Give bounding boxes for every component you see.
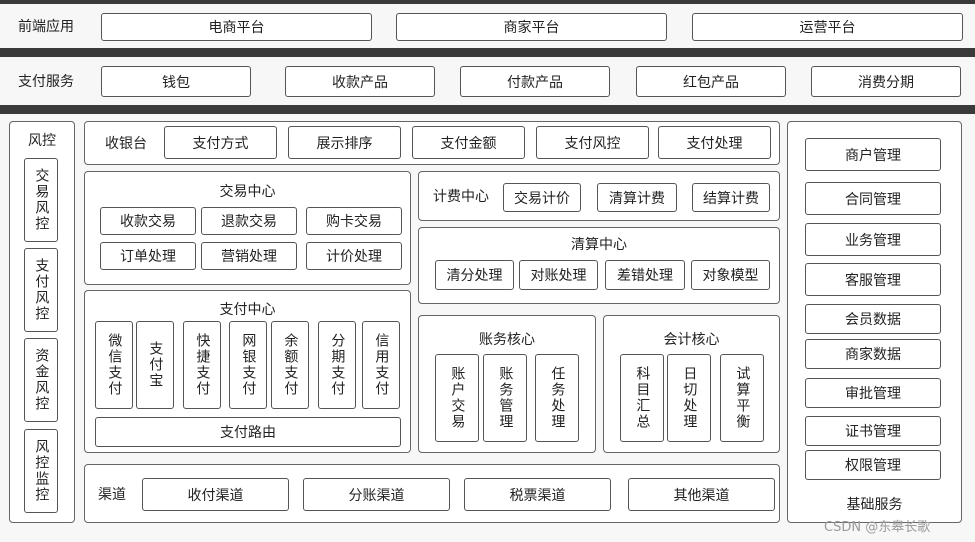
billing-item-clearing[interactable]: 清算计费: [597, 183, 677, 212]
payment-center-panel: 支付中心 微信支付 支付宝 快捷支付 网银支付 余额支付 分期支付 信用支付 支…: [84, 290, 411, 453]
trade-item-card[interactable]: 购卡交易: [306, 207, 402, 235]
cashier-item-risk[interactable]: 支付风控: [536, 126, 649, 159]
channel-item-other[interactable]: 其他渠道: [628, 478, 775, 511]
trade-item-refund[interactable]: 退款交易: [201, 207, 297, 235]
pay-item-netbank[interactable]: 网银支付: [229, 321, 267, 409]
clearing-item-reconcile[interactable]: 对账处理: [519, 260, 598, 290]
clearing-center-panel: 清算中心 清分处理 对账处理 差错处理 对象模型: [418, 227, 780, 304]
trade-item-collection[interactable]: 收款交易: [100, 207, 196, 235]
service-installment[interactable]: 消费分期: [811, 66, 961, 97]
basic-item-permission[interactable]: 权限管理: [805, 450, 941, 480]
basic-item-support[interactable]: 客服管理: [805, 263, 941, 296]
risk-item-payment[interactable]: 支付风控: [24, 248, 58, 332]
basic-item-merchant-data[interactable]: 商家数据: [805, 339, 941, 369]
accounting-item-dayend[interactable]: 日切处理: [667, 354, 711, 442]
risk-title: 风控: [28, 133, 56, 149]
accounting-item-subject[interactable]: 科目汇总: [620, 354, 664, 442]
basic-item-member[interactable]: 会员数据: [805, 304, 941, 334]
trade-item-pricing[interactable]: 计价处理: [306, 242, 402, 270]
pay-item-balance[interactable]: 余额支付: [271, 321, 309, 409]
risk-item-trade[interactable]: 交易风控: [24, 158, 58, 242]
cashier-item-sort[interactable]: 展示排序: [288, 126, 401, 159]
clearing-item-model[interactable]: 对象模型: [691, 260, 770, 290]
basic-services-panel: 商户管理 合同管理 业务管理 客服管理 会员数据 商家数据 审批管理 证书管理 …: [787, 121, 962, 523]
channel-item-tax[interactable]: 税票渠道: [464, 478, 611, 511]
account-item-trade[interactable]: 账户交易: [435, 354, 479, 442]
basic-item-merchant[interactable]: 商户管理: [805, 138, 941, 171]
cashier-panel: 收银台 支付方式 展示排序 支付金额 支付风控 支付处理: [84, 121, 780, 165]
channel-label: 渠道: [98, 486, 126, 503]
payment-route[interactable]: 支付路由: [95, 417, 401, 447]
account-core-panel: 账务核心 账户交易 账务管理 任务处理: [418, 315, 596, 453]
accounting-core-title: 会计核心: [663, 332, 720, 348]
basic-services-title: 基础服务: [846, 497, 903, 513]
frontend-item-merchant[interactable]: 商家平台: [396, 13, 667, 41]
basic-item-approval[interactable]: 审批管理: [805, 378, 941, 408]
channel-item-payment[interactable]: 收付渠道: [142, 478, 289, 511]
service-collection[interactable]: 收款产品: [285, 66, 435, 97]
pay-item-installment[interactable]: 分期支付: [318, 321, 356, 409]
trade-item-order[interactable]: 订单处理: [100, 242, 196, 270]
clearing-center-title: 清算中心: [571, 237, 627, 253]
frontend-label: 前端应用: [18, 19, 74, 35]
billing-item-trade[interactable]: 交易计价: [503, 183, 581, 212]
cashier-item-process[interactable]: 支付处理: [658, 126, 771, 159]
risk-item-fund[interactable]: 资金风控: [24, 338, 58, 422]
cashier-item-amount[interactable]: 支付金额: [412, 126, 525, 159]
payment-services-label: 支付服务: [18, 74, 74, 90]
risk-panel: 风控 交易风控 支付风控 资金风控 风控监控: [9, 121, 75, 523]
service-wallet[interactable]: 钱包: [101, 66, 251, 97]
frontend-item-operations[interactable]: 运营平台: [692, 13, 963, 41]
pay-item-alipay[interactable]: 支付宝: [136, 321, 174, 409]
payment-services-row: 支付服务 钱包 收款产品 付款产品 红包产品 消费分期: [0, 57, 975, 105]
account-core-title: 账务核心: [479, 332, 535, 348]
basic-item-business[interactable]: 业务管理: [805, 223, 941, 256]
accounting-item-trial[interactable]: 试算平衡: [720, 354, 764, 442]
accounting-core-panel: 会计核心 科目汇总 日切处理 试算平衡: [603, 315, 780, 453]
service-payout[interactable]: 付款产品: [460, 66, 610, 97]
basic-item-contract[interactable]: 合同管理: [805, 182, 941, 215]
frontend-item-ecommerce[interactable]: 电商平台: [101, 13, 372, 41]
clearing-item-split[interactable]: 清分处理: [435, 260, 514, 290]
billing-center-panel: 计费中心 交易计价 清算计费 结算计费: [418, 171, 780, 221]
pay-item-credit[interactable]: 信用支付: [362, 321, 400, 409]
account-item-task[interactable]: 任务处理: [535, 354, 579, 442]
billing-center-label: 计费中心: [433, 189, 489, 205]
basic-item-certificate[interactable]: 证书管理: [805, 416, 941, 446]
trade-center-panel: 交易中心 收款交易 退款交易 购卡交易 订单处理 营销处理 计价处理: [84, 171, 411, 285]
billing-item-settlement[interactable]: 结算计费: [692, 183, 770, 212]
channel-panel: 渠道 收付渠道 分账渠道 税票渠道 其他渠道: [84, 464, 780, 523]
frontend-row: 前端应用 电商平台 商家平台 运营平台: [0, 4, 975, 48]
clearing-item-error[interactable]: 差错处理: [605, 260, 685, 290]
pay-item-quick[interactable]: 快捷支付: [183, 321, 221, 409]
risk-item-monitor[interactable]: 风控监控: [24, 429, 58, 513]
account-item-manage[interactable]: 账务管理: [483, 354, 527, 442]
pay-item-wechat[interactable]: 微信支付: [95, 321, 133, 409]
service-red-packet[interactable]: 红包产品: [636, 66, 786, 97]
payment-center-title: 支付中心: [219, 302, 276, 318]
cashier-label: 收银台: [105, 136, 147, 152]
cashier-item-method[interactable]: 支付方式: [164, 126, 277, 159]
channel-item-split[interactable]: 分账渠道: [303, 478, 450, 511]
trade-center-title: 交易中心: [219, 184, 276, 200]
watermark: CSDN @东皋长歌: [824, 520, 931, 535]
trade-item-marketing[interactable]: 营销处理: [201, 242, 297, 270]
